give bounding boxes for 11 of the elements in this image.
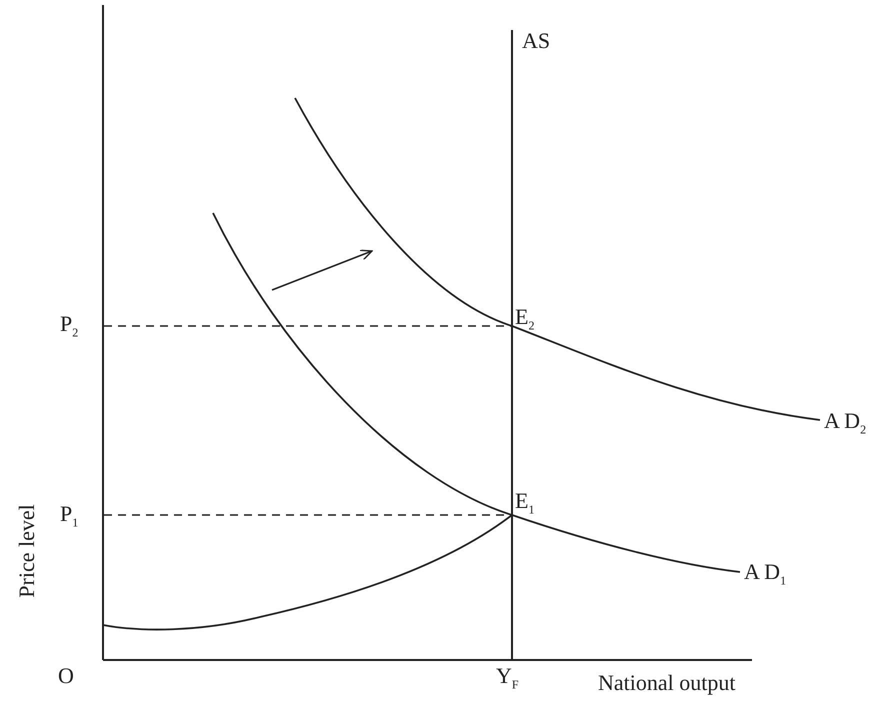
axis-value: P$_{1}$: [60, 503, 78, 528]
axis-value: Y$_{F}$: [496, 665, 519, 690]
point-label: E$_{2}$: [515, 306, 534, 332]
curve-label: A D$_{1}$: [744, 561, 786, 586]
point-label: E$_{1}$: [515, 490, 534, 516]
curve-label: AS: [522, 30, 550, 52]
axis-value: P$_{2}$: [60, 313, 78, 338]
curve-label: A D$_{2}$: [824, 410, 866, 436]
axis-title: National output: [598, 672, 736, 694]
origin-label: O: [58, 665, 74, 687]
axis-title: Price level: [16, 503, 38, 600]
